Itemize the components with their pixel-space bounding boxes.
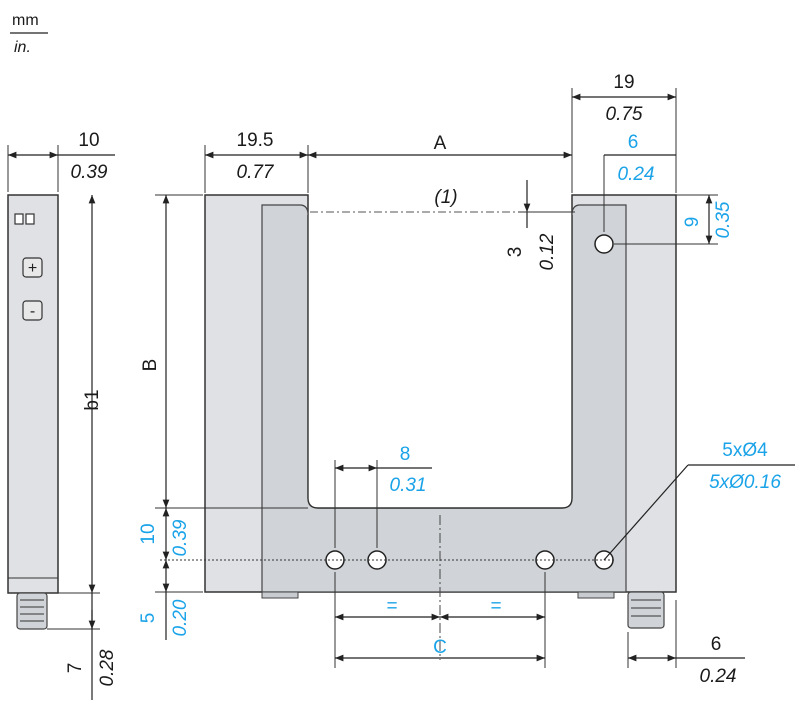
svg-text:+: + xyxy=(28,260,37,277)
right-arm-in: 0.75 xyxy=(606,104,643,125)
bottom-in: 0.39 xyxy=(170,519,191,556)
unit-in: in. xyxy=(14,39,31,56)
hole-top-mm: 9 xyxy=(682,217,703,228)
base-in: 0.20 xyxy=(170,599,191,636)
optical-axis-note: (1) xyxy=(434,187,457,208)
connector-offset-mm: 6 xyxy=(711,634,722,655)
side-connector-mm: 7 xyxy=(65,663,86,674)
right-arm-mm: 19 xyxy=(613,72,634,93)
side-connector-in: 0.28 xyxy=(97,649,118,686)
side-connector xyxy=(16,592,48,630)
side-width-in: 0.39 xyxy=(71,162,108,183)
gap-label: A xyxy=(434,133,447,154)
side-body xyxy=(7,194,59,594)
hole-top-in: 0.35 xyxy=(713,201,734,238)
top-gap-in: 0.12 xyxy=(537,233,558,270)
side-length-label: b1 xyxy=(82,389,103,410)
unit-mm: mm xyxy=(12,12,39,29)
side-width-mm: 10 xyxy=(78,130,99,151)
holes-in: 5xØ0.16 xyxy=(709,472,781,493)
side-view: + - 10 0.39 b1 7 0.28 xyxy=(7,130,118,700)
units-legend: mm in. xyxy=(10,12,48,56)
hole-spacing-mm: 8 xyxy=(400,444,411,465)
hole-offset-in: 0.24 xyxy=(618,164,655,185)
bottom-mm: 10 xyxy=(138,523,159,544)
minus-button-icon: - xyxy=(22,300,43,321)
led-indicator-icon xyxy=(14,213,35,225)
svg-text:-: - xyxy=(30,303,35,320)
hole-offset-mm: 6 xyxy=(628,132,639,153)
holes-mm: 5xØ4 xyxy=(722,440,768,461)
equal-mark-right: = xyxy=(490,596,501,617)
hole-spacing-in: 0.31 xyxy=(390,475,427,496)
plus-button-icon: + xyxy=(22,257,43,278)
height-label: B xyxy=(140,359,161,372)
hole-icon xyxy=(594,234,614,254)
base-mm: 5 xyxy=(138,613,159,624)
top-gap-mm: 3 xyxy=(505,247,526,258)
arm-width-mm: 19.5 xyxy=(237,130,274,151)
mounting-holes xyxy=(160,234,616,570)
equal-mark-left: = xyxy=(386,596,397,617)
spacing-label: C xyxy=(433,637,447,658)
connector-offset-in: 0.24 xyxy=(700,666,737,687)
front-connector xyxy=(627,591,665,629)
front-view: (1) 19.5 0.77 A 19 0.75 6 0.2 xyxy=(138,72,795,687)
arm-width-in: 0.77 xyxy=(237,162,275,183)
